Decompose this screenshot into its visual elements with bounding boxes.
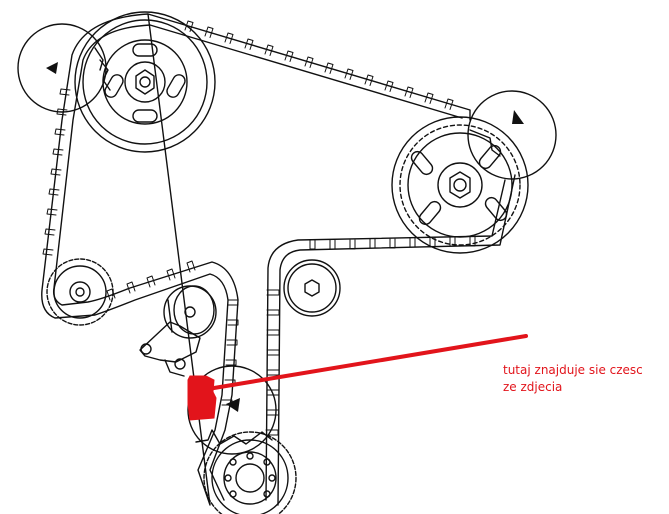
belt-teeth-top	[184, 20, 454, 110]
annotation-line-1: tutaj znajduje sie czesc	[503, 363, 643, 377]
arrow-marker-crank-icon	[226, 398, 240, 412]
annotation-line-2: ze zdjecia	[503, 380, 563, 394]
belt-teeth-lower-left	[106, 260, 196, 301]
arrow-marker-right-icon	[512, 110, 524, 124]
crankshaft-timing-mark	[187, 365, 277, 455]
timing-mark-right	[467, 90, 557, 180]
idler-pulley-right	[283, 259, 341, 317]
timing-belt	[41, 13, 516, 506]
camshaft-pulley-right	[391, 116, 529, 254]
red-highlight	[187, 334, 528, 421]
camshaft-pulley-left	[74, 11, 216, 153]
annotation-text: tutaj znajduje sie czesc ze zdjecia	[503, 362, 643, 396]
hex-nut-left	[135, 69, 155, 95]
hex-nut-right	[449, 171, 471, 199]
highlighted-part	[187, 375, 217, 421]
belt-teeth-tensioner-span	[221, 299, 239, 406]
belt-outer-edge	[41, 13, 516, 506]
arrow-marker-left-icon	[46, 62, 58, 74]
hex-nut-idler	[304, 279, 320, 297]
belt-teeth-right-vertical	[265, 289, 280, 436]
timing-mark-left	[17, 23, 111, 113]
crankshaft-pulley	[203, 431, 297, 514]
annotation-pointer-line	[212, 334, 528, 390]
idler-pulley-left	[46, 258, 114, 326]
tensioner-bracket	[139, 321, 201, 377]
tensioner-pulley	[163, 285, 217, 339]
